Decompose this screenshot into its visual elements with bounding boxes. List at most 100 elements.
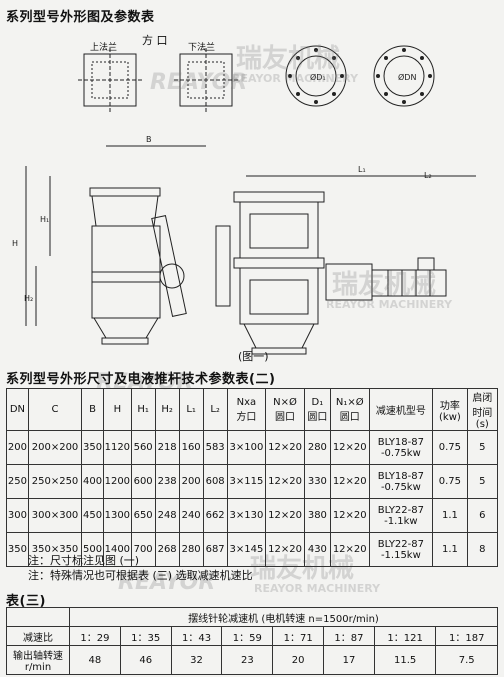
col-b: B — [81, 388, 105, 431]
svg-text:B: B — [146, 135, 152, 144]
cell-power: 0.75 — [432, 430, 468, 465]
ratio-cell: 1：43 — [170, 626, 223, 646]
cell-dn: 250 — [6, 464, 29, 499]
watermark-logo: REAYOR — [150, 70, 248, 95]
cell-nphi: 12×20 — [265, 464, 305, 499]
cell-time: 8 — [466, 532, 499, 567]
cell-b: 500 — [81, 532, 105, 567]
col-h2: H₂ — [154, 388, 180, 431]
speed-cell: 48 — [69, 645, 121, 675]
watermark-brand-en-3: REAYOR MACHINERY — [254, 582, 381, 595]
cell-h2: 248 — [154, 498, 180, 533]
col-time-label-2: 时间 — [472, 408, 493, 419]
cell-n1phi: 12×20 — [329, 464, 370, 499]
cell-time: 6 — [466, 498, 499, 533]
col-n1phi-sub: 圆口 — [339, 411, 360, 423]
cell-reducer-2: -0.75kw — [380, 447, 421, 459]
cell-dn: 300 — [6, 498, 29, 533]
table3-title: 表(三) — [6, 594, 46, 609]
speed-label-2: r/min — [24, 662, 52, 673]
table3-header-row: 摆线针轮减速机 (电机转速 n=1500r/min) — [6, 607, 498, 627]
cell-b: 350 — [81, 430, 105, 465]
cell-c: 200×200 — [27, 430, 83, 465]
cell-h2: 268 — [154, 532, 180, 567]
cell-h1: 600 — [130, 464, 156, 499]
cell-l2: 662 — [202, 498, 228, 533]
cell-reducer: BLY22-87-1.1kw — [368, 498, 434, 533]
table1-title: 系列型号外形尺寸及电液推杆技术参数表(二) — [6, 372, 276, 387]
speed-cell: 32 — [170, 645, 223, 675]
cell-reducer-1: BLY18-87 — [377, 470, 424, 482]
col-reducer: 减速机型号 — [368, 388, 434, 431]
col-nphi-sub: 圆口 — [275, 411, 296, 423]
lower-chamber — [91, 281, 161, 319]
svg-text:H: H — [12, 239, 18, 248]
note-2: 注：特殊情况也可根据表 (三) 选取减速机速比 — [28, 569, 253, 582]
cell-n1phi: 12×20 — [329, 430, 370, 465]
speed-cell: 23 — [221, 645, 274, 675]
technical-drawing: H H₁ H₂ B L₁ L₂ ØD₁ ØDN 方 口 上法兰 下法兰 (图一) — [6, 26, 498, 364]
cell-time: 5 — [466, 430, 499, 465]
cell-nxa: 3×100 — [226, 430, 267, 465]
col-power-unit: (kw) — [439, 411, 461, 423]
cell-power: 1.1 — [432, 532, 468, 567]
cell-nphi: 12×20 — [265, 498, 305, 533]
cell-h: 1120 — [103, 430, 132, 465]
cell-nxa: 3×130 — [226, 498, 267, 533]
table-row: 250 250×250 400 1200 600 238 200 608 3×1… — [6, 464, 499, 499]
valve-outline-drawing: H H₁ H₂ B L₁ L₂ ØD₁ ØDN — [12, 45, 476, 355]
svg-text:ØD₁: ØD₁ — [310, 72, 326, 82]
cell-power: 1.1 — [432, 498, 468, 533]
svg-text:L₁: L₁ — [358, 165, 366, 174]
col-nphi-label: N×Ø — [273, 396, 297, 408]
cell-n1phi: 12×20 — [329, 498, 370, 533]
section-title: 系列型号外形图及参数表 — [6, 10, 155, 25]
col-power: 功率(kw) — [432, 388, 468, 431]
table3-header: 摆线针轮减速机 (电机转速 n=1500r/min) — [69, 607, 498, 627]
push-rod-pivot — [159, 263, 185, 289]
cell-nphi: 12×20 — [265, 430, 305, 465]
cell-reducer-1: BLY18-87 — [377, 436, 424, 448]
front-upper-chamber — [239, 201, 319, 259]
ratio-cell: 1：71 — [272, 626, 325, 646]
col-power-label: 功率 — [439, 400, 460, 412]
table-row: 350 350×350 500 1400 700 268 280 687 3×1… — [6, 532, 499, 567]
cell-nxa: 3×115 — [226, 464, 267, 499]
col-c: C — [27, 388, 83, 431]
speed-cell: 46 — [119, 645, 172, 675]
ratio-cell: 1：87 — [323, 626, 375, 646]
watermark-brand-cn: 瑞友机械 — [236, 44, 341, 74]
col-d1-sub: 圆口 — [307, 411, 328, 423]
table-row: 200 200×200 350 1120 560 218 160 583 3×1… — [6, 430, 499, 465]
svg-text:H₂: H₂ — [24, 294, 33, 303]
cell-c: 350×350 — [27, 532, 83, 567]
cell-d1: 280 — [303, 430, 331, 465]
cell-l2: 687 — [202, 532, 228, 567]
upper-chamber — [91, 225, 161, 273]
cell-reducer: BLY22-87-1.15kw — [368, 532, 434, 567]
cell-h: 1300 — [103, 498, 132, 533]
cell-time: 5 — [466, 464, 499, 499]
watermark-brand-en: REAYOR MACHINERY — [232, 72, 359, 85]
round-flange-lower — [373, 45, 435, 107]
cell-l2: 608 — [202, 464, 228, 499]
table-row: 300 300×300 450 1300 650 248 240 662 3×1… — [6, 498, 499, 533]
lower-flange-label: 下法兰 — [188, 43, 216, 53]
speed-cell: 17 — [323, 645, 375, 675]
col-nphi: N×Ø 圆口 — [265, 388, 305, 431]
round-flange-upper — [285, 45, 347, 107]
reducer-ratio-table: 摆线针轮减速机 (电机转速 n=1500r/min) 减速比 1：29 1：35… — [6, 607, 498, 675]
svg-text:H₁: H₁ — [40, 215, 49, 224]
cell-h2: 238 — [154, 464, 180, 499]
col-dn: DN — [6, 388, 29, 431]
cell-b: 400 — [81, 464, 105, 499]
motor-body — [371, 269, 447, 297]
cell-h1: 700 — [130, 532, 156, 567]
speed-cell: 7.5 — [435, 645, 498, 675]
ratio-cell: 1：59 — [221, 626, 274, 646]
cell-b: 450 — [81, 498, 105, 533]
col-l1: L₁ — [178, 388, 204, 431]
cell-reducer-2: -1.15kw — [380, 549, 421, 561]
